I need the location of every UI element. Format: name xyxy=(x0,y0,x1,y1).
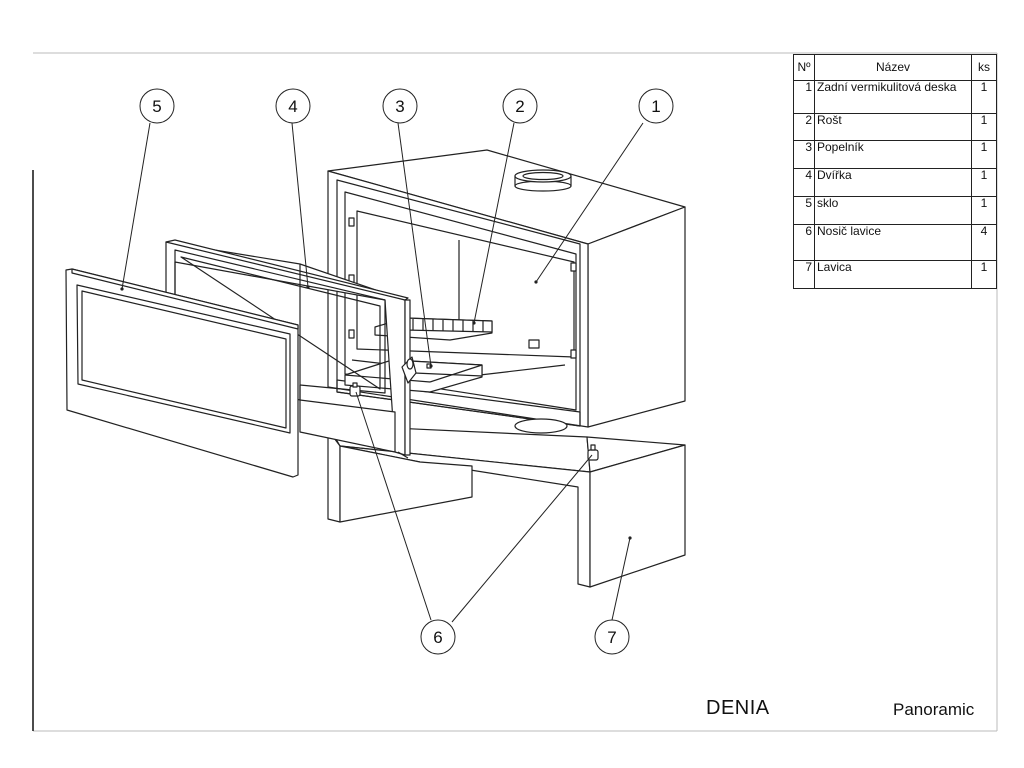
row-qty: 1 xyxy=(971,113,997,141)
bottom-outlet xyxy=(514,418,568,434)
table-row: 2 Rošt 1 xyxy=(793,113,997,141)
table-row: 5 sklo 1 xyxy=(793,196,997,225)
parts-table: Nº Název ks 1 Zadní vermikulitová deska … xyxy=(793,54,997,289)
callout-label: 5 xyxy=(152,97,161,116)
sheet-frame xyxy=(33,52,998,732)
callout-4: 4 xyxy=(275,88,311,124)
row-qty: 1 xyxy=(971,140,997,169)
parts-table-header: Nº Název ks xyxy=(793,54,997,81)
table-row: 6 Nosič lavice 4 xyxy=(793,224,997,261)
callout-label: 3 xyxy=(395,97,404,116)
row-no: 5 xyxy=(793,196,815,225)
row-no: 7 xyxy=(793,260,815,289)
row-no: 4 xyxy=(793,168,815,197)
header-name: Název xyxy=(814,54,972,81)
flue-collar xyxy=(514,169,572,192)
row-qty: 1 xyxy=(971,196,997,225)
table-row: 1 Zadní vermikulitová deska 1 xyxy=(793,80,997,114)
leader-lines xyxy=(121,122,644,623)
callout-label: 1 xyxy=(651,97,660,116)
callout-label: 6 xyxy=(433,628,442,647)
callout-7: 7 xyxy=(594,619,630,655)
row-qty: 1 xyxy=(971,260,997,289)
callout-2: 2 xyxy=(502,88,538,124)
callout-5: 5 xyxy=(139,88,175,124)
callout-3: 3 xyxy=(382,88,418,124)
callout-label: 2 xyxy=(515,97,524,116)
row-name: Dvířka xyxy=(814,168,972,197)
row-no: 6 xyxy=(793,224,815,261)
row-qty: 1 xyxy=(971,80,997,114)
row-qty: 1 xyxy=(971,168,997,197)
table-row: 7 Lavica 1 xyxy=(793,260,997,289)
variant-title: Panoramic xyxy=(893,700,975,719)
header-no: Nº xyxy=(793,54,815,81)
callout-label: 4 xyxy=(288,97,297,116)
row-name: Popelník xyxy=(814,140,972,169)
row-no: 2 xyxy=(793,113,815,141)
callout-6: 6 xyxy=(420,619,456,655)
header-qty: ks xyxy=(971,54,997,81)
callout-label: 7 xyxy=(607,628,616,647)
row-name: Zadní vermikulitová deska xyxy=(814,80,972,114)
table-row: 3 Popelník 1 xyxy=(793,140,997,169)
row-qty: 4 xyxy=(971,224,997,261)
row-name: Nosič lavice xyxy=(814,224,972,261)
row-no: 3 xyxy=(793,140,815,169)
row-no: 1 xyxy=(793,80,815,114)
row-name: sklo xyxy=(814,196,972,225)
leader-dots xyxy=(120,280,632,540)
model-title: DENIA xyxy=(706,697,770,719)
row-name: Rošt xyxy=(814,113,972,141)
callout-1: 1 xyxy=(638,88,674,124)
table-row: 4 Dvířka 1 xyxy=(793,168,997,197)
bench-carrier-part xyxy=(349,382,599,461)
glass-part xyxy=(65,268,299,478)
row-name: Lavica xyxy=(814,260,972,289)
